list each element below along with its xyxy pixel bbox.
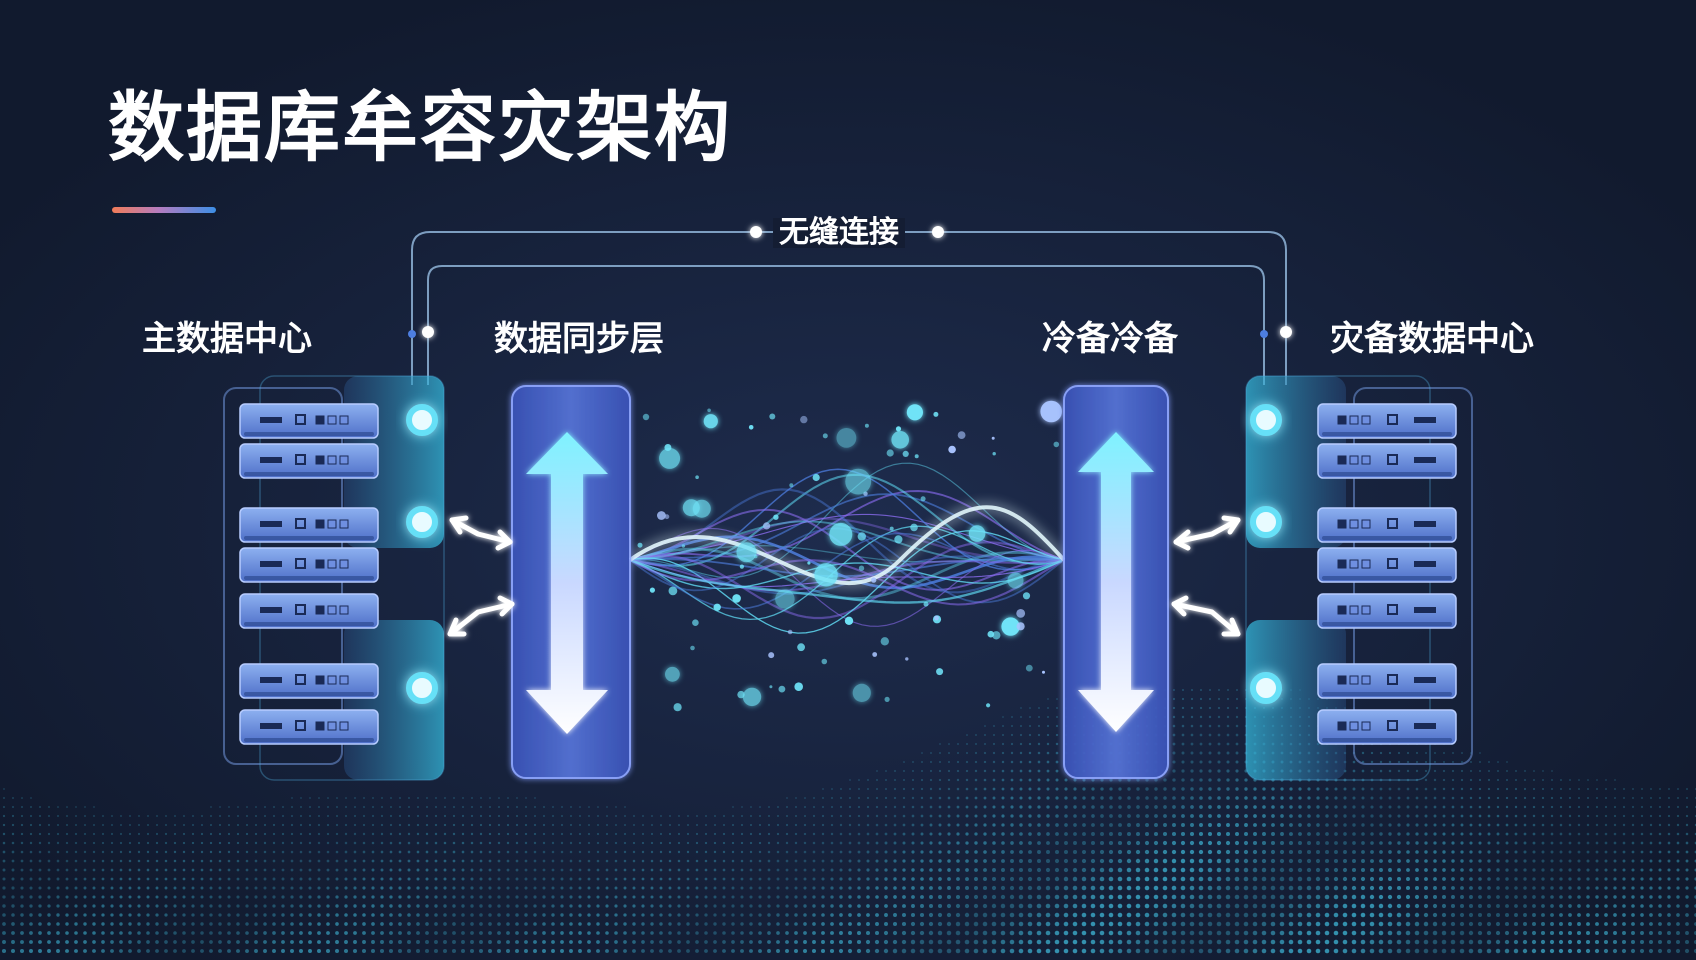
- server-unit: [239, 403, 379, 439]
- port-circles: [406, 404, 438, 704]
- connection-nodes: [422, 226, 1292, 338]
- server-unit: [239, 547, 379, 583]
- dr-datacenter: [1245, 375, 1473, 781]
- dr-datacenter-label: 灾备数据中心: [1330, 319, 1534, 359]
- cold-standby-label: 冷备冷备: [1042, 319, 1178, 359]
- bidirectional-arrow-icon: [1078, 432, 1154, 732]
- server-unit: [239, 709, 379, 745]
- server-unit: [1317, 593, 1457, 629]
- server-unit: [239, 443, 379, 479]
- data-particles: [637, 400, 1062, 712]
- arrow-right-bottom: [1171, 601, 1241, 637]
- cold-standby-pillar: [1063, 385, 1169, 779]
- sync-layer-pillar: [511, 385, 631, 779]
- server-unit: [239, 507, 379, 543]
- server-unit: [1317, 547, 1457, 583]
- server-unit: [1317, 443, 1457, 479]
- title-accent-bar: [112, 207, 216, 213]
- server-stack: [1317, 403, 1457, 745]
- primary-datacenter: [223, 375, 445, 781]
- server-unit: [1317, 709, 1457, 745]
- data-flow-wave: [628, 462, 1066, 634]
- server-unit: [239, 593, 379, 629]
- dot-wave-background: [1, 688, 1696, 954]
- arrow-left-bottom: [447, 601, 515, 637]
- connection-label: 无缝连接: [773, 218, 905, 248]
- server-unit: [239, 663, 379, 699]
- connector-arrows: [447, 515, 1241, 637]
- server-unit: [1317, 507, 1457, 543]
- page-title: 数据库牟容灾架构: [108, 83, 732, 172]
- primary-datacenter-label: 主数据中心: [142, 319, 312, 359]
- bidirectional-arrow-icon: [526, 432, 608, 734]
- port-circles: [1250, 404, 1282, 704]
- server-unit: [1317, 663, 1457, 699]
- arrow-right-top: [1173, 517, 1241, 545]
- sync-layer-label: 数据同步层: [494, 319, 664, 359]
- arrow-left-top: [449, 517, 513, 545]
- server-unit: [1317, 403, 1457, 439]
- server-stack: [239, 403, 379, 745]
